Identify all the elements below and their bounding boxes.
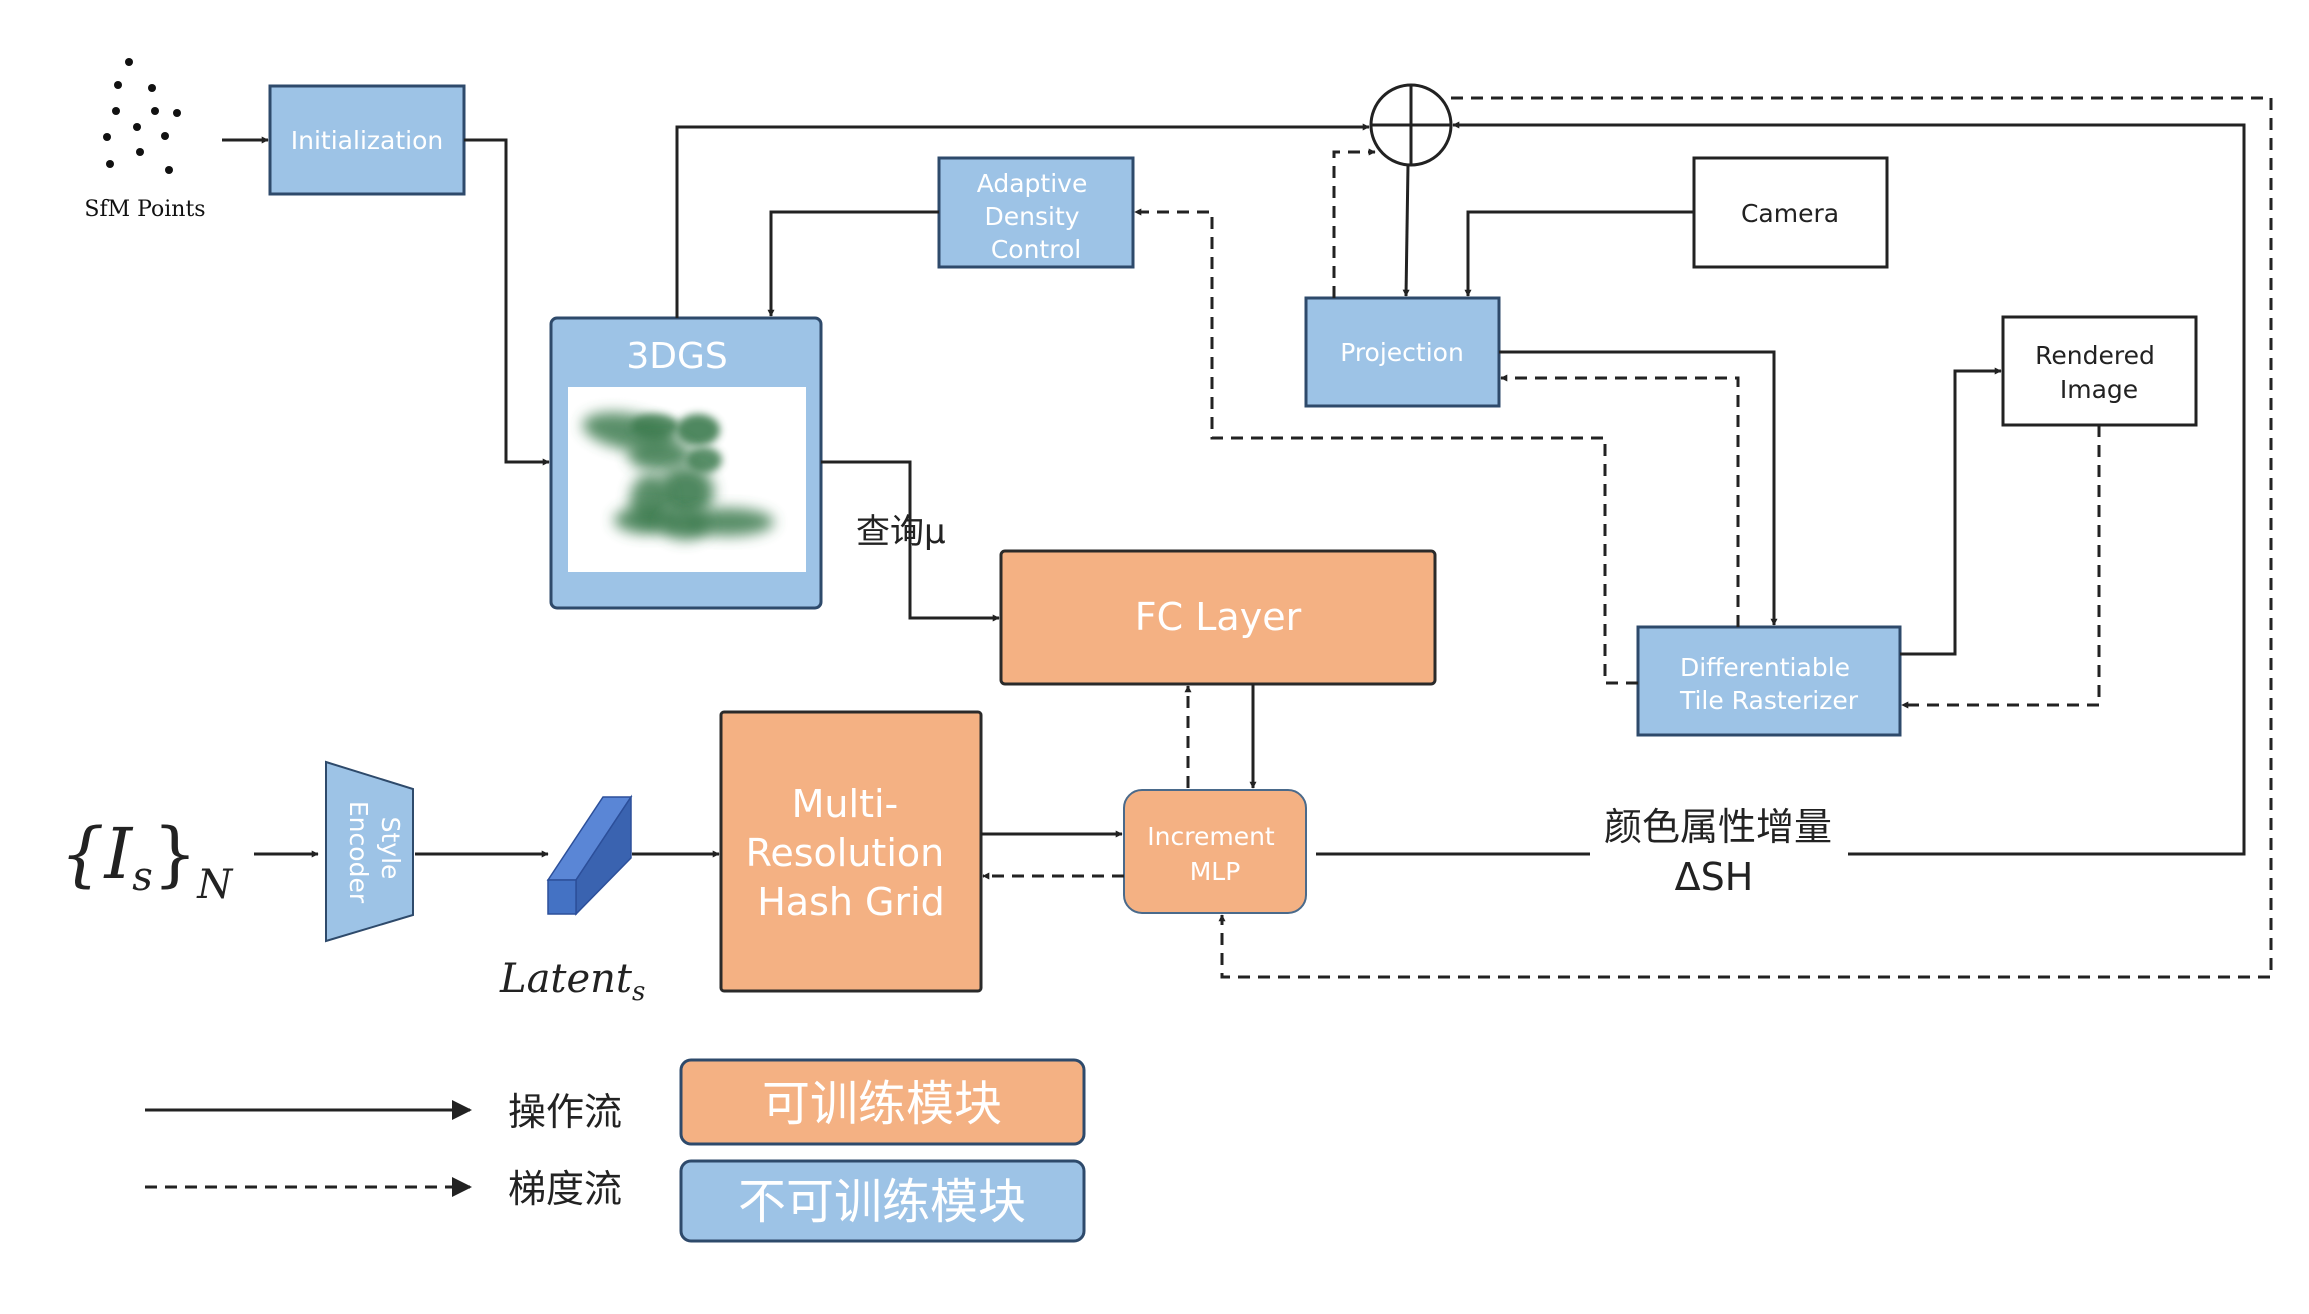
latent-label: Latents <box>499 956 645 1007</box>
increment-mlp-label-line2: MLP <box>1190 857 1241 886</box>
legend-solid-label: 操作流 <box>508 1090 622 1134</box>
hash-grid-label-line1: Multi- <box>792 782 899 826</box>
legend-frozen-label: 不可训练模块 <box>738 1174 1026 1230</box>
rasterizer-label-line1: Differentiable <box>1680 653 1850 682</box>
input-set-sub-n: N <box>196 862 234 908</box>
sfm-points-label: SfM Points <box>84 197 205 222</box>
projection-label: Projection <box>1340 338 1464 367</box>
color-delta-line2: ΔSH <box>1675 855 1754 899</box>
sfm-points-icon <box>103 58 181 174</box>
input-set-open: {I <box>60 813 134 895</box>
color-delta-label: 颜色属性增量 ΔSH <box>1604 805 1832 899</box>
latent-vector-icon <box>546 794 633 916</box>
camera-block: Camera <box>1692 156 1889 269</box>
gradient-flow-arrows <box>982 96 2273 979</box>
legend: 操作流 梯度流 可训练模块 不可训练模块 <box>145 1058 1086 1243</box>
initialization-label: Initialization <box>291 126 443 155</box>
gs3d-label: 3DGS <box>626 336 727 377</box>
style-encoder-line1: Style <box>376 817 405 880</box>
legend-dashed-label: 梯度流 <box>508 1167 622 1211</box>
color-delta-line1: 颜色属性增量 <box>1604 805 1832 849</box>
query-mu-label: 查询μ <box>856 512 946 552</box>
fc-layer-block: FC Layer <box>999 549 1437 686</box>
svg-text:Increment MLP: Increment MLP <box>1147 822 1282 886</box>
adaptive-density-control-block: Adaptive Density Control <box>937 156 1135 269</box>
style-encoder-line2: Encoder <box>344 801 373 904</box>
hash-grid-label-line2: Resolution <box>746 831 945 875</box>
gaussian-splats-icon <box>582 412 774 540</box>
fc-layer-label: FC Layer <box>1135 595 1302 639</box>
rasterizer-label-line2: Tile Rasterizer <box>1679 686 1859 715</box>
rendered-image-block: Rendered Image <box>2001 315 2198 427</box>
adder-plus-icon <box>1369 83 1453 167</box>
svg-text:Multi- Resolution: Multi- Resolution Hash Grid <box>746 782 957 924</box>
gs3d-block: 3DGS <box>549 316 823 610</box>
input-images-set: {Is}N <box>60 813 234 908</box>
camera-label: Camera <box>1741 199 1839 228</box>
input-set-sub-s: s <box>132 854 153 900</box>
legend-frozen-box: 不可训练模块 <box>679 1159 1086 1243</box>
rendered-label-line1: Rendered <box>2035 341 2155 370</box>
svg-text:Rendered Image: Rendered Image <box>2035 341 2163 404</box>
adaptive-label-line3: Control <box>991 235 1081 264</box>
legend-trainable-box: 可训练模块 <box>679 1058 1086 1146</box>
svg-text:Style Encoder: Style Encoder <box>344 801 405 904</box>
hash-grid-block: Multi- Resolution Hash Grid <box>719 710 983 993</box>
rendered-label-line2: Image <box>2060 375 2138 404</box>
hash-grid-label-line3: Hash Grid <box>757 880 945 924</box>
svg-text:{Is}N: {Is}N <box>60 813 234 908</box>
increment-mlp-label-line1: Increment <box>1147 822 1275 851</box>
input-set-close: } <box>153 813 198 895</box>
adaptive-label-line2: Density <box>985 202 1080 231</box>
projection-block: Projection <box>1304 296 1501 408</box>
svg-text:Adaptive Density C: Adaptive Density Control <box>977 169 1096 264</box>
svg-text:Differentiable Tile Rast: Differentiable Tile Rasterizer <box>1679 653 1859 715</box>
rasterizer-block: Differentiable Tile Rasterizer <box>1636 625 1902 737</box>
increment-mlp-block: Increment MLP <box>1123 789 1307 914</box>
operation-flow-arrows <box>222 121 2246 858</box>
style-encoder-block: Style Encoder <box>325 760 414 943</box>
initialization-block: Initialization <box>268 84 466 196</box>
legend-trainable-label: 可训练模块 <box>762 1076 1002 1132</box>
adaptive-label-line1: Adaptive <box>977 169 1088 198</box>
